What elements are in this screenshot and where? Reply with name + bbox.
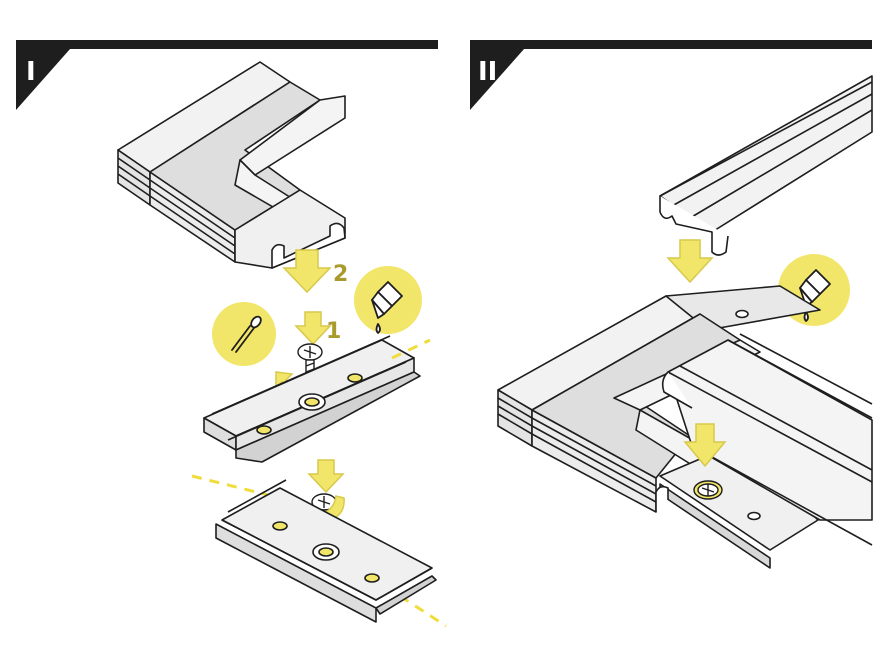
panel-2-label: II xyxy=(478,57,497,87)
down-arrow-icon xyxy=(294,311,332,346)
down-arrow-icon xyxy=(282,249,332,294)
panel-2: II xyxy=(470,40,873,569)
straight-profile-right xyxy=(661,333,873,546)
panel-1-header: I xyxy=(16,40,438,110)
down-arrow-icon xyxy=(307,459,345,494)
down-arrow-icon xyxy=(683,423,727,468)
pipette-icon xyxy=(212,302,276,366)
straight-profile-top xyxy=(659,75,873,256)
panel-1: I 2 xyxy=(16,40,447,628)
assembled-corner xyxy=(497,285,821,569)
step-1-number: 1 xyxy=(326,319,341,344)
panel-2-header: II xyxy=(470,40,872,110)
step-2-number: 2 xyxy=(333,262,348,287)
down-arrow-icon xyxy=(666,239,714,284)
panel-1-label: I xyxy=(26,57,36,87)
glue-bottle-icon xyxy=(354,266,422,334)
corner-connector-piece xyxy=(117,61,346,269)
screw-icon xyxy=(693,480,723,500)
mounting-plate-upper xyxy=(203,335,421,463)
mounting-plate-lower xyxy=(215,479,437,623)
